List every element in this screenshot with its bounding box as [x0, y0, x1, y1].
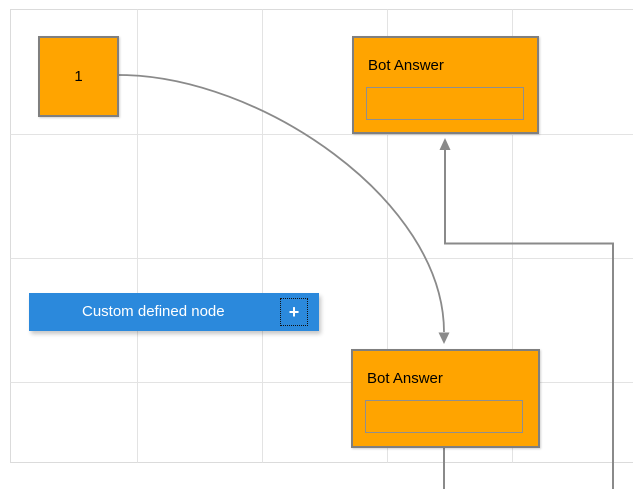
canvas-border [10, 9, 633, 463]
custom-node-label: Custom defined node [82, 303, 225, 320]
connector-curve-start-to-bottom-answer[interactable] [118, 74, 445, 333]
add-plus-icon[interactable]: + [280, 298, 308, 326]
arrowhead-down-icon [438, 332, 450, 344]
custom-defined-node[interactable]: Custom defined node + [29, 293, 319, 331]
bot-answer-node-top[interactable]: Bot Answer [352, 36, 539, 134]
start-node[interactable]: 1 [38, 36, 119, 117]
bot-answer-title: Bot Answer [367, 370, 443, 387]
start-node-label: 1 [74, 68, 83, 85]
arrowhead-up-icon [439, 138, 451, 150]
bot-answer-node-bottom[interactable]: Bot Answer [351, 349, 540, 448]
bot-answer-title: Bot Answer [368, 57, 444, 74]
bot-answer-input[interactable] [366, 87, 524, 120]
connector-orthogonal-to-top-answer[interactable] [444, 150, 614, 489]
bot-answer-input[interactable] [365, 400, 523, 433]
